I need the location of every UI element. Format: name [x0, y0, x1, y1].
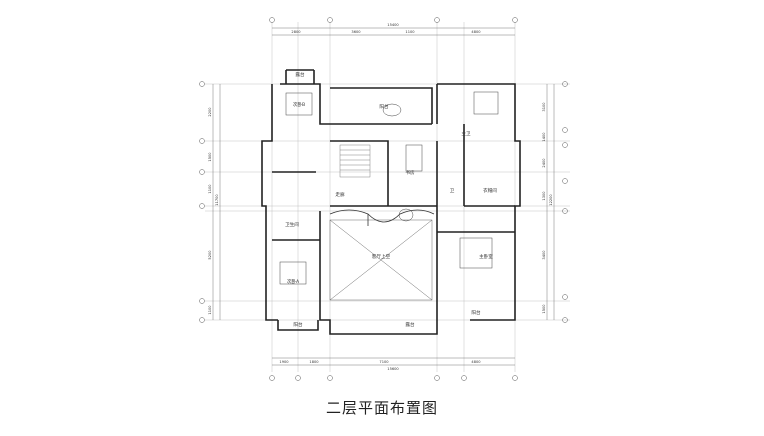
dim-bottom-1: 1900: [279, 360, 289, 364]
room-bottom-left: 阳台: [293, 321, 303, 328]
room-living-void: 客厅上空: [372, 253, 391, 260]
room-top-center-balcony: 阳台: [379, 103, 389, 110]
room-master-bedroom: 主卧室: [479, 253, 493, 260]
dim-left-4: 5200: [208, 250, 212, 260]
dim-top-total: 15400: [387, 23, 399, 27]
dim-right-total: 12200: [549, 194, 553, 206]
room-top-left-bedroom: 次卧B: [293, 101, 305, 108]
dimension-lines: [212, 27, 555, 366]
room-right-top: 主卫: [461, 130, 471, 137]
dim-bottom-2: 1800: [309, 360, 319, 364]
room-corridor: 走廊: [335, 191, 345, 198]
dim-left-1: 2200: [208, 107, 212, 117]
room-left-bedroom: 次卧A: [287, 278, 300, 285]
dim-left-3: 1100: [208, 184, 212, 194]
dim-top-3: 1100: [405, 30, 415, 34]
room-labels: 露台 次卧B 阳台 走廊 书房 客厅上空 卫生间 次卧A 阳台 主卫 衣帽间 卫…: [285, 71, 497, 328]
dimension-texts: 2800 3600 1100 4800 15400 1900 1800 7100…: [208, 23, 553, 371]
dim-right-4: 1300: [542, 191, 546, 201]
room-left-bath: 卫生间: [285, 221, 299, 228]
dim-bottom-total: 15600: [387, 367, 399, 371]
dim-left-total: 11700: [215, 194, 219, 206]
dim-left-5: 1100: [208, 305, 212, 315]
dim-right-5: 3400: [542, 250, 546, 260]
corridor-bay: [329, 209, 435, 226]
dim-right-1: 3100: [542, 102, 546, 112]
room-right-mid: 卫: [450, 188, 455, 194]
room-study: 书房: [405, 169, 415, 176]
dim-right-2: 1400: [542, 132, 546, 142]
room-right-cloak: 衣帽间: [483, 187, 497, 194]
walls: [261, 69, 521, 335]
dim-bottom-3: 7100: [379, 360, 389, 364]
dim-right-6: 1500: [542, 304, 546, 314]
void-diagonals: [329, 219, 433, 301]
dim-top-1: 2800: [291, 30, 301, 34]
room-bottom-right-balcony: 阳台: [471, 309, 481, 316]
dim-bottom-4: 4800: [471, 360, 481, 364]
axis-markers: [199, 17, 568, 381]
stair: [339, 144, 371, 178]
dim-right-3: 2400: [542, 158, 546, 168]
room-top-left-balcony: 露台: [295, 71, 305, 78]
furniture: [279, 91, 499, 285]
dim-left-2: 1500: [208, 152, 212, 162]
room-bottom-ext: 露台: [405, 321, 415, 328]
dim-top-4: 4800: [471, 30, 481, 34]
drawing-caption: 二层平面布置图: [325, 399, 438, 417]
dim-top-2: 3600: [351, 30, 361, 34]
